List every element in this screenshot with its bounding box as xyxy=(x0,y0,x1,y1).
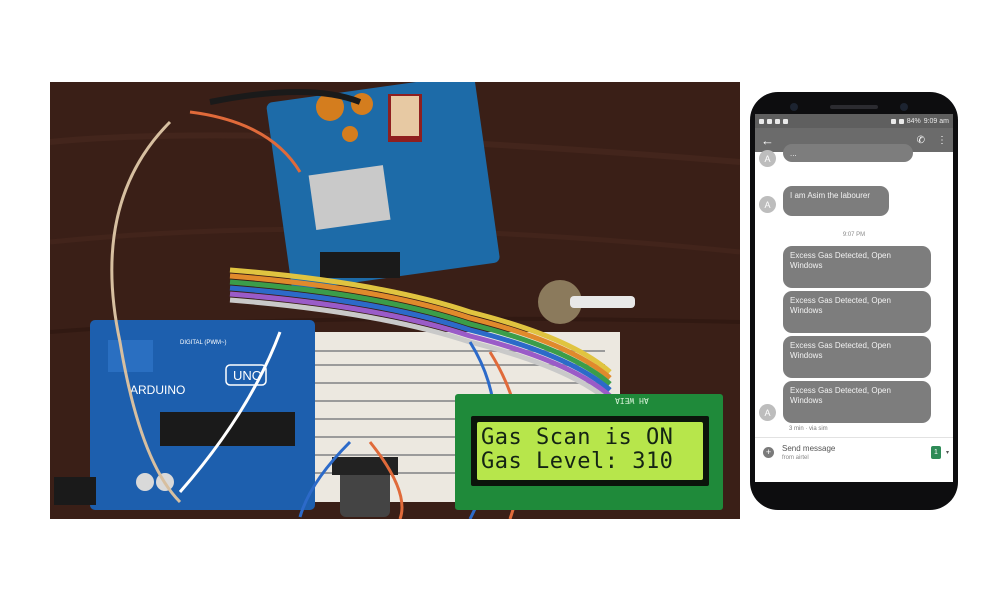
more-vert-icon[interactable]: ⋮ xyxy=(937,134,947,146)
outgoing-message-bubble[interactable]: Excess Gas Detected, Open Windows xyxy=(783,246,931,288)
chevron-down-icon[interactable]: ▾ xyxy=(945,450,949,456)
message-composer: + Send message from airtel 1 ▾ xyxy=(755,437,953,470)
add-attachment-icon[interactable]: + xyxy=(763,447,774,458)
status-bar: 84% 9:09 am xyxy=(755,114,953,128)
avatar: A xyxy=(759,404,776,421)
outgoing-message-bubble[interactable]: Excess Gas Detected, Open Windows xyxy=(783,291,931,333)
outgoing-message-bubble[interactable]: Excess Gas Detected, Open Windows xyxy=(783,336,931,378)
smartphone: 84% 9:09 am ← ✆ ⋮ A ... A I am Asim the … xyxy=(750,92,958,510)
arrow-back-icon[interactable]: ← xyxy=(761,132,774,148)
lcd-line-2: Gas Level: 310 xyxy=(481,449,674,474)
avatar: A xyxy=(759,196,776,213)
notification-icons xyxy=(759,118,788,124)
gsm-module xyxy=(266,82,500,291)
status-time: 9:09 am xyxy=(923,117,949,125)
phone-speaker xyxy=(830,105,878,109)
sensor-icon xyxy=(900,103,908,111)
outgoing-message-bubble[interactable]: Excess Gas Detected, Open Windows xyxy=(783,381,931,423)
lcd-line-1: Gas Scan is ON xyxy=(481,425,674,450)
app-notification-icon xyxy=(767,118,772,124)
arduino-uno-board: ARDUINO UNO DIGITAL (PWM~) xyxy=(54,320,315,510)
phone-icon[interactable]: ✆ xyxy=(916,134,925,146)
sync-icon xyxy=(783,118,788,124)
phone-screen: 84% 9:09 am ← ✆ ⋮ A ... A I am Asim the … xyxy=(755,114,953,482)
avatar: A xyxy=(759,150,776,167)
lcd-module: AH WEIA Gas Scan is ON Gas Level: 310 xyxy=(455,394,723,510)
sim-selector-icon[interactable]: 1 xyxy=(931,446,941,459)
message-input[interactable]: Send message xyxy=(782,444,836,453)
hardware-photo: ARDUINO UNO DIGITAL (PWM~) xyxy=(50,82,740,519)
potentiometer xyxy=(538,280,635,324)
lcd-display: Gas Scan is ON Gas Level: 310 xyxy=(477,422,703,480)
message-bubble-partial[interactable]: ... xyxy=(783,144,913,162)
system-icons: 84% 9:09 am xyxy=(890,117,949,125)
arduino-logo-text: ARDUINO xyxy=(130,383,185,397)
ribbon-cable xyxy=(229,267,612,404)
signal-icon xyxy=(890,118,896,124)
battery-icon xyxy=(898,118,904,124)
front-camera-icon xyxy=(790,103,798,111)
message-input-sub: from airtel xyxy=(782,455,809,461)
arduino-digital-label: DIGITAL (PWM~) xyxy=(180,340,227,346)
message-meta: 3 min · via sim xyxy=(789,426,828,432)
incoming-message-bubble[interactable]: I am Asim the labourer xyxy=(783,186,889,216)
message-thread[interactable]: A ... A I am Asim the labourer 9:07 PM E… xyxy=(755,144,953,448)
lcd-screen: Gas Scan is ON Gas Level: 310 xyxy=(471,416,709,486)
messenger-icon xyxy=(759,118,764,124)
lcd-pcb-label: AH WEIA xyxy=(615,396,649,405)
message-icon xyxy=(775,118,780,124)
message-timestamp: 9:07 PM xyxy=(842,232,866,238)
gas-sensor xyxy=(332,457,398,517)
battery-percent: 84% xyxy=(906,117,921,125)
arduino-model-text: UNO xyxy=(233,368,262,383)
